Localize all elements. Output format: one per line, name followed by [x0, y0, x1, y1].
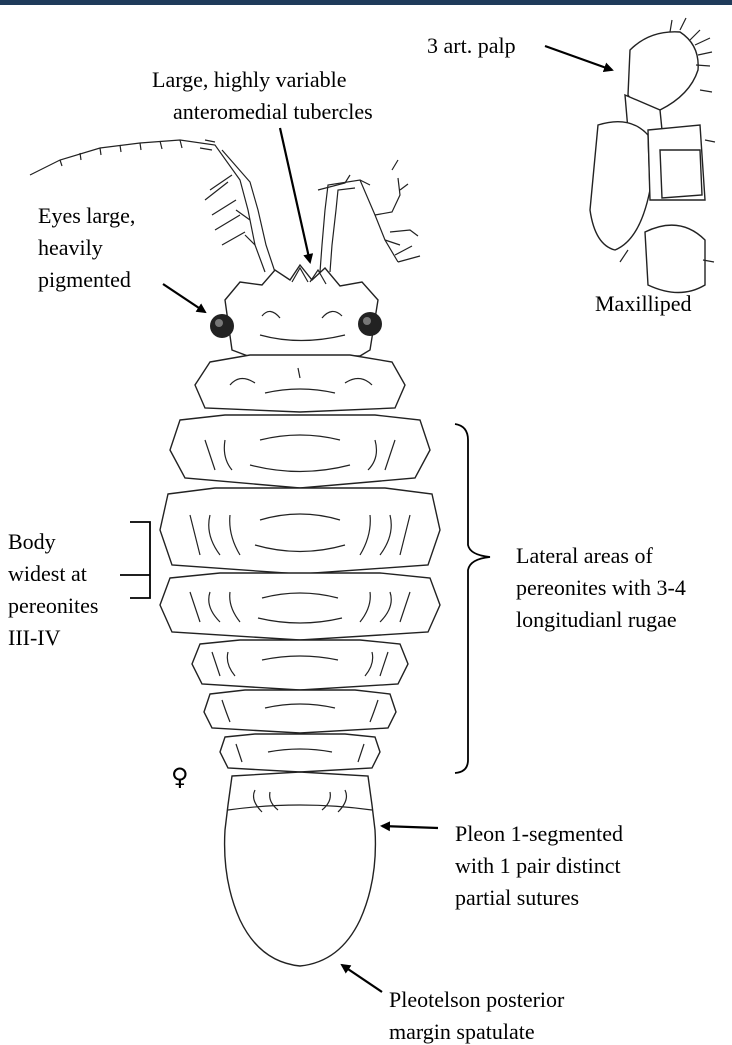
label-tubercles-line2: anteromedial tubercles — [173, 99, 373, 124]
female-symbol: ♀ — [171, 763, 189, 791]
label-palp: 3 art. palp — [427, 33, 516, 58]
label-maxilliped: Maxilliped — [595, 291, 692, 316]
label-widest-line3: pereonites — [8, 593, 98, 618]
label-eyes-line1: Eyes large, — [38, 203, 135, 228]
label-eyes-line3: pigmented — [38, 267, 131, 292]
label-widest-line2: widest at — [8, 561, 87, 586]
pleotelson — [225, 772, 376, 966]
widest-bracket — [120, 522, 150, 598]
label-pleon-line1: Pleon 1-segmented — [455, 821, 623, 846]
label-pleotelson-line2: margin spatulate — [389, 1019, 535, 1044]
label-pleon-line3: partial sutures — [455, 885, 579, 910]
label-tubercles-line1: Large, highly variable — [152, 67, 346, 92]
label-pleotelson-line1: Pleotelson posterior — [389, 987, 565, 1012]
right-eye — [358, 312, 382, 336]
label-lateral-line3: longitudianl rugae — [516, 607, 677, 632]
label-lateral-line2: pereonites with 3-4 — [516, 575, 686, 600]
pereonites — [160, 355, 440, 772]
lateral-bracket — [455, 424, 490, 773]
label-widest-line1: Body — [8, 529, 56, 554]
label-eyes-line2: heavily — [38, 235, 103, 260]
label-pleon-line2: with 1 pair distinct — [455, 853, 621, 878]
pleotelson-arrow — [342, 965, 382, 992]
pleon-arrow — [382, 826, 438, 828]
left-eye — [210, 314, 234, 338]
label-lateral-line1: Lateral areas of — [516, 543, 653, 568]
head — [210, 265, 382, 356]
tubercles-arrow — [280, 128, 310, 262]
label-widest-line4: III-IV — [8, 625, 61, 650]
eyes-arrow — [163, 284, 205, 312]
palp-arrow — [545, 46, 612, 70]
maxilliped-drawing — [590, 18, 715, 293]
